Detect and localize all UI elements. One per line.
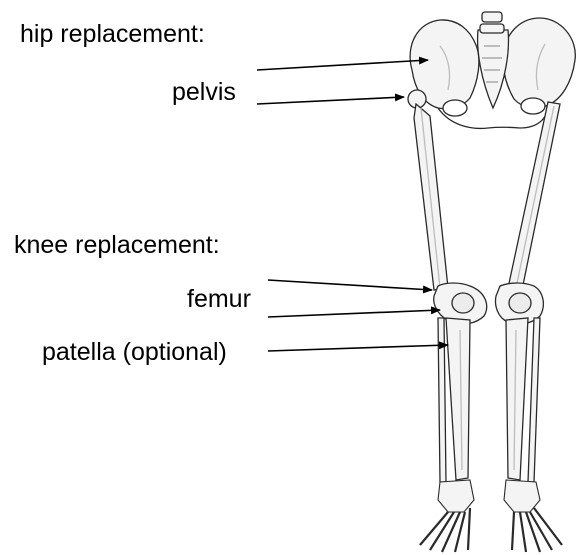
patella-arrow bbox=[268, 310, 440, 317]
pelvis-label: pelvis bbox=[172, 80, 236, 105]
knee-replacement-heading: knee replacement: bbox=[14, 233, 220, 258]
right-patella bbox=[509, 293, 531, 313]
tibia-arrow bbox=[268, 345, 448, 351]
femur-head-arrow bbox=[257, 97, 404, 104]
patella-label: patella (optional) bbox=[42, 340, 227, 365]
feet-bones bbox=[420, 480, 562, 552]
left-patella bbox=[452, 293, 474, 313]
pelvis-arrow bbox=[257, 60, 428, 70]
femur-bones bbox=[408, 90, 560, 290]
femur-label: femur bbox=[187, 287, 251, 312]
lower-leg-bones bbox=[438, 318, 540, 482]
femur-arrow bbox=[268, 280, 432, 290]
hip-replacement-heading: hip replacement: bbox=[20, 22, 205, 47]
